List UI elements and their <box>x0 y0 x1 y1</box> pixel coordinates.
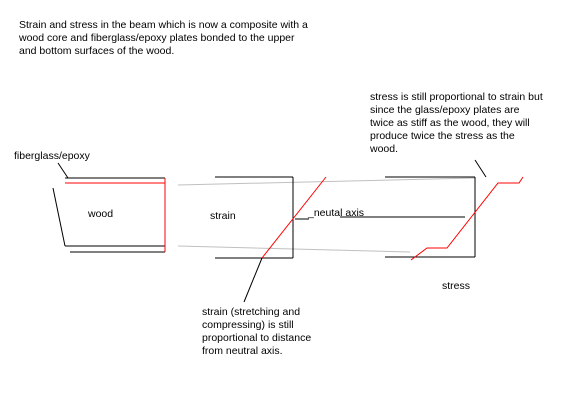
strain-label: strain <box>210 210 236 222</box>
strain-distribution-line <box>261 176 327 259</box>
beam-section <box>52 162 166 253</box>
strain-note: strain (stretching and compressing) is s… <box>202 306 312 357</box>
stress-note-leader-line <box>474 159 487 178</box>
stress-note: stress is still proportional to strain b… <box>370 91 543 155</box>
guide-lines <box>177 177 476 253</box>
stress-label: stress <box>442 280 471 292</box>
wood-label: wood <box>88 208 114 220</box>
strain-note-leader-line <box>243 257 263 303</box>
lower-guide-line <box>177 245 411 253</box>
upper-guide-line <box>177 177 476 186</box>
neutral-axis-label: _neutal axis <box>308 207 365 219</box>
diagram-title: Strain and stress in the beam which is n… <box>19 19 308 57</box>
fiberglass-leader-line <box>57 162 69 179</box>
stress-diagram <box>340 159 524 261</box>
beam-left-edge <box>52 187 66 247</box>
strain-diagram <box>215 176 327 303</box>
fiberglass-label: fiberglass/epoxy <box>14 150 90 162</box>
stress-distribution-line <box>410 176 524 261</box>
